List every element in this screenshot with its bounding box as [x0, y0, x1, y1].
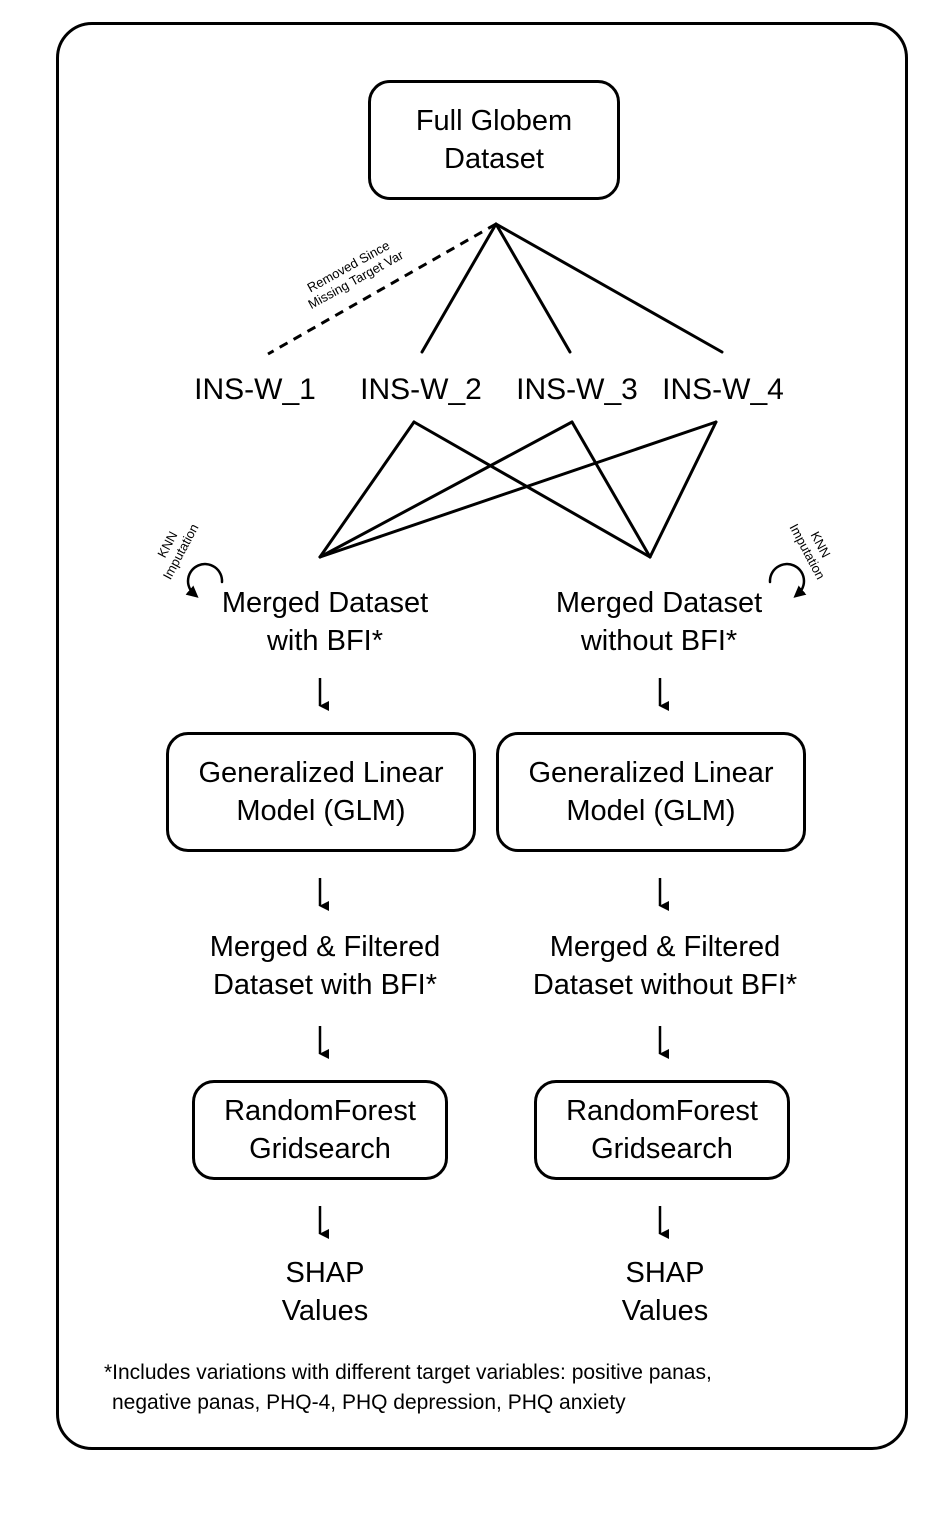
edge-ins-w-3-merged-left — [318, 420, 574, 559]
node-label: Dataset — [444, 143, 544, 175]
edge-ins-w-2-merged-right — [412, 420, 652, 559]
node-ins-w-2: INS-W_2 — [360, 373, 482, 406]
node-label: Merged Dataset — [555, 587, 763, 619]
imputation-loop-right-icon — [768, 562, 807, 598]
node-label: Gridsearch — [249, 1133, 391, 1165]
footnote-line: *Includes variations with different targ… — [104, 1361, 712, 1384]
node-label: Generalized Linear — [528, 757, 774, 789]
node-glm-left: Generalized Linear Model (GLM) — [166, 732, 476, 852]
imputation-loop-left-icon — [185, 562, 224, 598]
node-label: with BFI* — [266, 625, 384, 657]
node-ins-w-1: INS-W_1 — [194, 373, 316, 406]
node-label: SHAP — [285, 1257, 365, 1289]
node-label: Values — [281, 1295, 369, 1327]
edge-ins-w-4-merged-left — [318, 420, 718, 559]
node-label: Merged & Filtered — [549, 931, 781, 963]
node-merged-with-bfi: Merged Dataset with BFI* — [190, 584, 460, 660]
edge-source-ins-w-2 — [420, 222, 498, 354]
node-label: Values — [621, 1295, 709, 1327]
node-label: RandomForest — [566, 1095, 758, 1127]
diagram-frame — [56, 22, 908, 1450]
node-label: Dataset with BFI* — [212, 969, 438, 1001]
node-label: Model (GLM) — [566, 795, 736, 827]
node-randomforest-right: RandomForest Gridsearch — [534, 1080, 790, 1180]
edge-ins-w-3-merged-right — [570, 420, 652, 559]
node-glm-right: Generalized Linear Model (GLM) — [496, 732, 806, 852]
node-label: Generalized Linear — [198, 757, 444, 789]
node-shap-right: SHAP Values — [585, 1254, 745, 1330]
edge-source-ins-w-4 — [494, 222, 724, 354]
node-ins-w-3: INS-W_3 — [516, 373, 638, 406]
node-label: Full Globem — [415, 105, 573, 137]
node-label: Gridsearch — [591, 1133, 733, 1165]
node-label: RandomForest — [224, 1095, 416, 1127]
node-merged-without-bfi: Merged Dataset without BFI* — [524, 584, 794, 660]
edge-ins-w-4-merged-right — [648, 420, 718, 559]
node-label: Dataset without BFI* — [532, 969, 798, 1001]
node-full-globem-dataset: Full Globem Dataset — [368, 80, 620, 200]
edge-removed-ins-w-1 — [267, 222, 497, 356]
node-shap-left: SHAP Values — [245, 1254, 405, 1330]
node-filtered-without-bfi: Merged & Filtered Dataset without BFI* — [510, 928, 820, 1004]
node-randomforest-left: RandomForest Gridsearch — [192, 1080, 448, 1180]
node-label: SHAP — [625, 1257, 705, 1289]
node-label: Merged Dataset — [221, 587, 429, 619]
node-label: Model (GLM) — [236, 795, 406, 827]
node-ins-w-4: INS-W_4 — [662, 373, 784, 406]
edge-ins-w-2-merged-left — [318, 420, 416, 559]
node-label: Merged & Filtered — [209, 931, 441, 963]
node-filtered-with-bfi: Merged & Filtered Dataset with BFI* — [180, 928, 470, 1004]
edge-source-ins-w-3 — [494, 222, 572, 354]
footnote-line: negative panas, PHQ-4, PHQ depression, P… — [112, 1391, 626, 1414]
footnote: *Includes variations with different targ… — [104, 1358, 824, 1418]
node-label: without BFI* — [580, 625, 738, 657]
